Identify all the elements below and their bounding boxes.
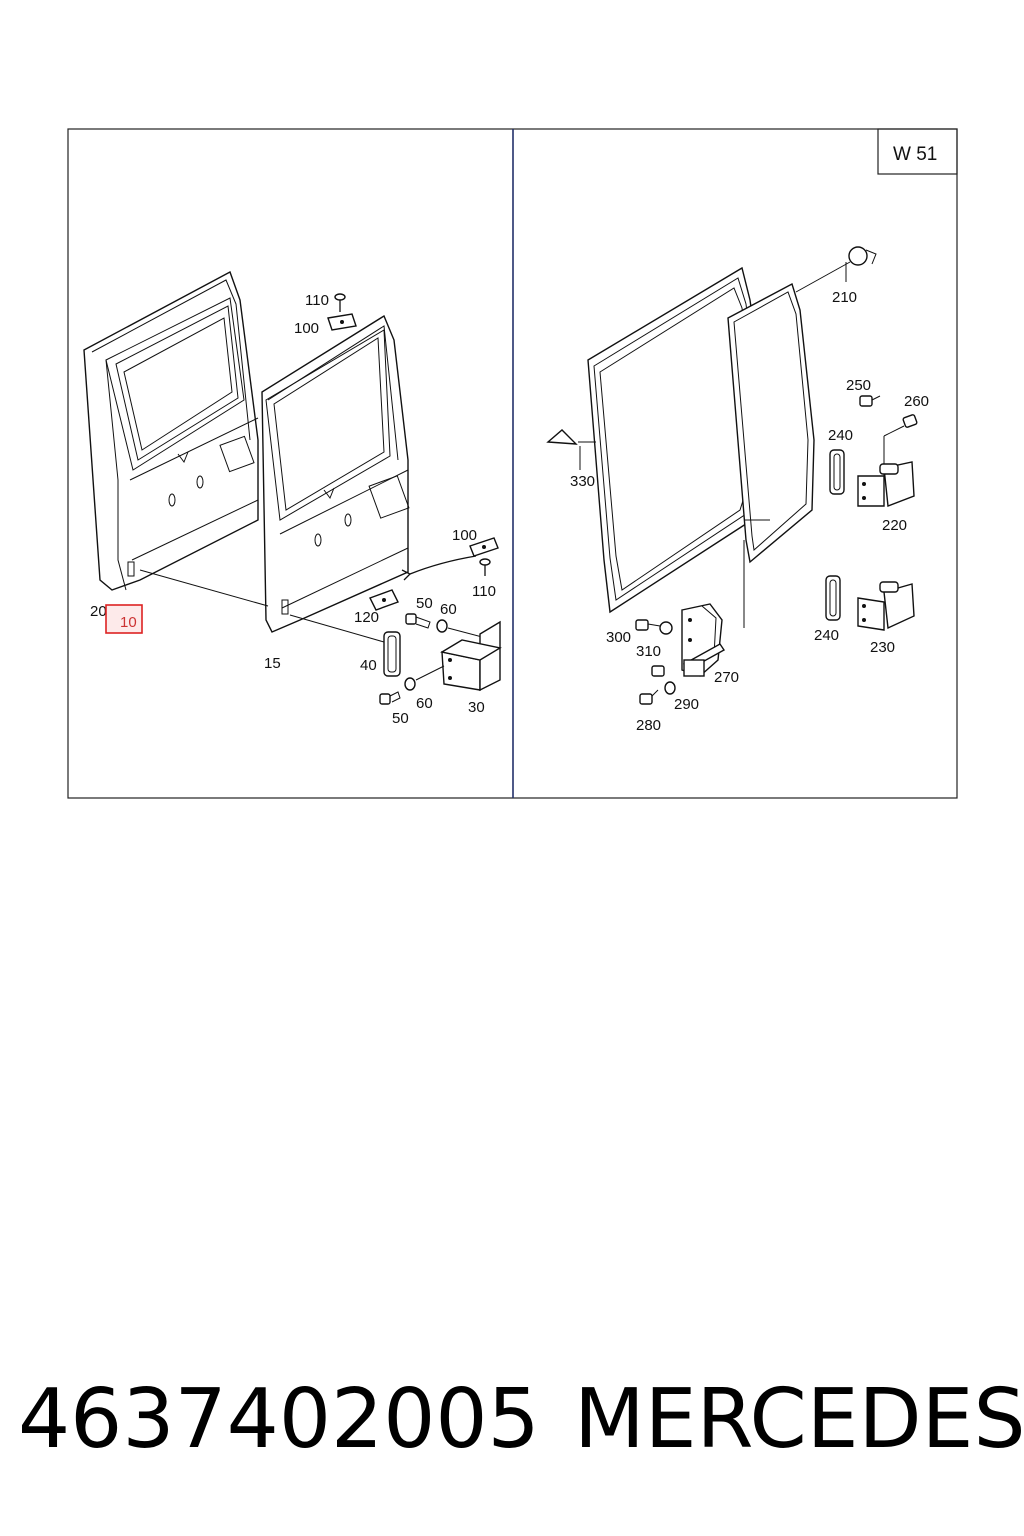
label-110-right: 110: [472, 583, 496, 600]
bolt-50-lower: [379, 691, 401, 705]
strip-240-upper: [829, 449, 845, 495]
clip-330: [546, 429, 596, 470]
label-220: 220: [882, 517, 907, 534]
door-panel-front: [261, 314, 410, 633]
bolt-300: [635, 619, 661, 631]
label-100-right: 100: [452, 527, 477, 544]
hinge-230: [857, 581, 915, 631]
label-10-highlight[interactable]: 10: [105, 604, 143, 634]
label-240-upper: 240: [828, 427, 853, 444]
label-230: 230: [870, 639, 895, 656]
screw-250: [859, 395, 881, 407]
door-panel-rear: [83, 271, 259, 591]
parts-diagram: W 51: [67, 128, 958, 799]
footer: 4637402005 MERCEDES: [0, 1360, 1024, 1480]
brand-name: MERCEDES: [574, 1372, 1024, 1467]
label-120: 120: [354, 609, 379, 626]
washer-60-lower: [404, 677, 416, 691]
cap-210: [795, 246, 877, 293]
label-50-lower: 50: [392, 710, 409, 727]
plate-100-top: [327, 313, 357, 331]
section-code-box: W 51: [877, 128, 958, 175]
screw-110-top: [334, 293, 346, 312]
label-260: 260: [904, 393, 929, 410]
label-270: 270: [714, 669, 739, 686]
label-50-upper: 50: [416, 595, 433, 612]
label-30: 30: [468, 699, 485, 716]
door-check-270: [681, 519, 770, 677]
strip-40: [383, 631, 401, 677]
bolt-50-upper: [405, 613, 431, 629]
strip-240-lower: [825, 575, 841, 621]
door-seal-inner: [727, 282, 815, 564]
part-number: 4637402005: [18, 1372, 540, 1467]
label-290: 290: [674, 696, 699, 713]
washer-290: [664, 681, 676, 695]
hinge-220: [857, 461, 915, 507]
label-250: 250: [846, 377, 871, 394]
label-280: 280: [636, 717, 661, 734]
label-330: 330: [570, 473, 595, 490]
label-310: 310: [636, 643, 661, 660]
label-60-lower: 60: [416, 695, 433, 712]
screw-110-right: [479, 558, 491, 576]
label-20: 20: [90, 603, 107, 620]
label-300: 300: [606, 629, 631, 646]
label-100-top: 100: [294, 320, 319, 337]
section-code: W 51: [893, 144, 937, 165]
label-15: 15: [264, 655, 281, 672]
label-210: 210: [832, 289, 857, 306]
washer-60-upper: [436, 619, 448, 633]
hinge-30: [440, 620, 502, 692]
label-240-lower: 240: [814, 627, 839, 644]
label-10: 10: [120, 614, 137, 631]
label-60-upper: 60: [440, 601, 457, 618]
plate-100-right: [469, 537, 499, 557]
bolt-280: [639, 665, 665, 705]
label-40: 40: [360, 657, 377, 674]
label-110-top: 110: [305, 292, 329, 309]
plate-120: [369, 589, 399, 611]
washer-310: [659, 621, 673, 635]
